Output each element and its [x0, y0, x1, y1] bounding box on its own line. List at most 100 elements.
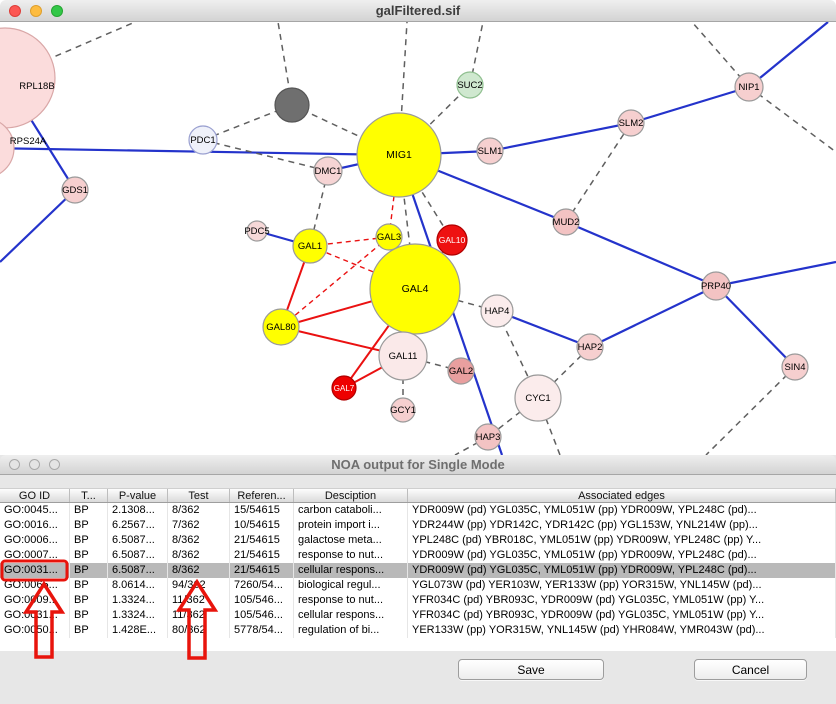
node-label: NIP1 — [738, 82, 759, 93]
node-GAL2[interactable] — [447, 357, 475, 385]
edge — [748, 22, 829, 88]
cell-type: BP — [70, 578, 108, 593]
edge — [280, 236, 390, 328]
network-canvas[interactable]: RPL18BRPS24AGDS1PDC1DMC1MIG1SUC2SLM1SLM2… — [0, 22, 836, 455]
node-GCY1[interactable] — [390, 397, 416, 423]
node-label: GAL2 — [449, 366, 473, 377]
node-MUD2[interactable] — [552, 208, 580, 236]
column-header-p_value[interactable]: P-value — [108, 489, 168, 502]
node-SIN4[interactable] — [781, 353, 809, 381]
cell-p_value: 6.5087... — [108, 548, 168, 563]
node-PDC5[interactable] — [246, 220, 268, 242]
cell-edges: YDR244W (pp) YDR142C, YDR142C (pp) YGL15… — [408, 518, 836, 533]
edge — [705, 366, 796, 455]
node-label: MIG1 — [386, 149, 412, 161]
cell-description: biological regul... — [294, 578, 408, 593]
node-GAL3[interactable] — [375, 223, 403, 251]
node-HAP4[interactable] — [480, 294, 514, 328]
cell-test: 8/362 — [168, 563, 230, 578]
close-button[interactable] — [9, 4, 21, 17]
node-MIG1[interactable] — [356, 112, 442, 198]
cell-type: BP — [70, 548, 108, 563]
cell-edges: YGL073W (pd) YER103W, YER133W (pp) YOR31… — [408, 578, 836, 593]
node-label: DMC1 — [315, 166, 342, 177]
cell-edges: YPL248C (pd) YBR018C, YML051W (pp) YDR00… — [408, 533, 836, 548]
node-darknode[interactable] — [274, 87, 310, 123]
node-SUC2[interactable] — [456, 71, 484, 99]
cell-go_id: GO:0050... — [0, 623, 70, 638]
minimize-button[interactable] — [29, 459, 40, 470]
cell-type: BP — [70, 503, 108, 518]
column-header-test[interactable]: Test — [168, 489, 230, 502]
column-header-reference[interactable]: Referen... — [230, 489, 294, 502]
noa-window-titlebar: NOA output for Single Mode — [0, 455, 836, 475]
edge — [388, 154, 400, 238]
cell-test: 8/362 — [168, 533, 230, 548]
save-button[interactable]: Save — [458, 659, 604, 680]
node-GAL1[interactable] — [292, 228, 328, 264]
cell-description: carbon cataboli... — [294, 503, 408, 518]
edge — [0, 189, 76, 263]
window-title: NOA output for Single Mode — [331, 457, 505, 472]
column-header-description[interactable]: Desciption — [294, 489, 408, 502]
cell-edges: YDR009W (pd) YGL035C, YML051W (pp) YDR00… — [408, 563, 836, 578]
node-NIP1[interactable] — [734, 72, 764, 102]
node-PRP40[interactable] — [701, 271, 731, 301]
node-HAP2[interactable] — [576, 333, 604, 361]
cell-description: response to nut... — [294, 548, 408, 563]
window-controls — [9, 0, 63, 21]
node-RPL18B[interactable] — [0, 27, 56, 129]
node-GAL80[interactable] — [262, 308, 300, 346]
cell-p_value: 1.3324... — [108, 593, 168, 608]
cell-type: BP — [70, 623, 108, 638]
column-header-go_id[interactable]: GO ID — [0, 489, 70, 502]
cancel-button[interactable]: Cancel — [694, 659, 807, 680]
cell-test: 11/362 — [168, 608, 230, 623]
node-SLM2[interactable] — [617, 109, 645, 137]
column-header-type[interactable]: T... — [70, 489, 108, 502]
node-label: HAP3 — [476, 432, 501, 443]
zoom-button[interactable] — [49, 459, 60, 470]
close-button[interactable] — [9, 459, 20, 470]
minimize-button[interactable] — [30, 4, 42, 17]
node-GAL11[interactable] — [378, 331, 428, 381]
node-HAP3[interactable] — [474, 423, 502, 451]
node-PDC1[interactable] — [188, 125, 218, 155]
cell-p_value: 6.5087... — [108, 563, 168, 578]
node-GAL10[interactable] — [436, 224, 468, 256]
node-SLM1[interactable] — [476, 137, 504, 165]
node-label: GAL80 — [266, 322, 296, 333]
cell-description: galactose meta... — [294, 533, 408, 548]
node-label: HAP4 — [485, 306, 510, 317]
edge — [291, 104, 400, 156]
node-label: GAL7 — [334, 384, 355, 393]
zoom-button[interactable] — [51, 4, 63, 17]
node-GDS1[interactable] — [61, 176, 89, 204]
node-DMC1[interactable] — [313, 156, 343, 186]
node-label: SUC2 — [457, 80, 482, 91]
cell-type: BP — [70, 533, 108, 548]
node-GAL4[interactable] — [369, 243, 461, 335]
cell-reference: 21/54615 — [230, 563, 294, 578]
window-title: galFiltered.sif — [375, 3, 461, 18]
node-GAL7[interactable] — [331, 375, 357, 401]
node-CYC1[interactable] — [514, 374, 562, 422]
cell-type: BP — [70, 563, 108, 578]
node-RPS24A[interactable] — [0, 118, 15, 178]
edge — [565, 122, 632, 223]
network-window-titlebar: galFiltered.sif — [0, 0, 836, 22]
edge — [715, 260, 836, 288]
column-header-edges[interactable]: Associated edges — [408, 489, 836, 502]
